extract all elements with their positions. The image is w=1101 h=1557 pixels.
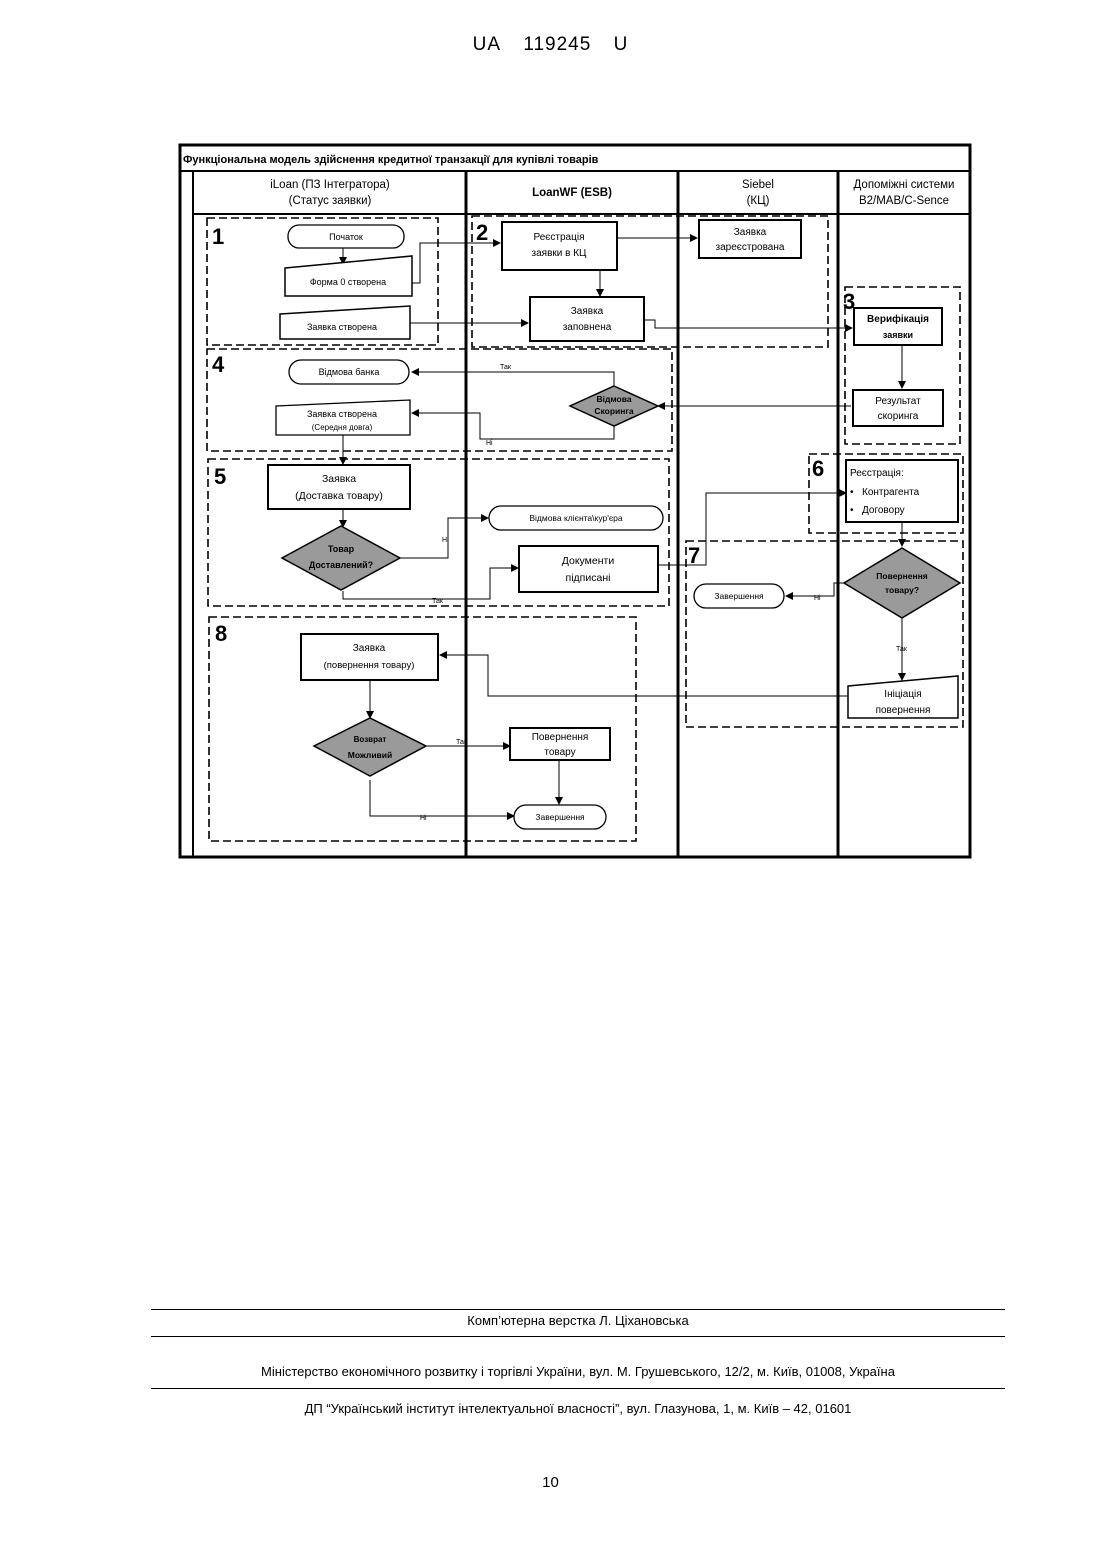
lane-header-aux-line1: Допоміжні системи — [854, 179, 955, 191]
node-verification-line1: Верифікація — [867, 313, 929, 325]
edge-label-yes: Так — [456, 739, 468, 746]
lane-headers: iLoan (ПЗ Інтегратора) (Статус заявки) L… — [270, 179, 954, 207]
node-register-in-kc-line1: Реєстрація — [534, 232, 585, 243]
node-registration-title: Реєстрація: — [850, 468, 904, 479]
edge-label-yes: Так — [500, 364, 512, 371]
node-documents-signed: Документи підписані — [519, 546, 658, 592]
edge-label-no: Ні — [442, 536, 449, 544]
node-register-in-kc: Реєстрація заявки в КЦ — [502, 222, 617, 270]
node-goods-returned-line2: товару? — [885, 585, 919, 595]
node-goods-delivered-line2: Доставлений? — [309, 560, 373, 570]
node-form0-created: Форма 0 створена — [285, 256, 412, 296]
node-registration-item-contract: Договору — [862, 505, 905, 516]
node-verification-line2: заявки — [883, 330, 913, 340]
node-completion-7-label: Завершення — [714, 591, 764, 601]
node-goods-return: Повернення товару — [510, 728, 610, 760]
lane-header-aux-line2: B2/MAB/C-Sence — [859, 195, 949, 207]
zone-4-number: 4 — [212, 352, 225, 377]
node-application-created: Заявка створена — [280, 306, 410, 339]
edge-label-yes: Так — [896, 646, 908, 653]
footer-rule — [151, 1309, 1005, 1310]
zone-8-number: 8 — [215, 621, 227, 646]
node-start-label: Початок — [329, 232, 363, 242]
node-scoring-result: Результат скоринга — [853, 390, 943, 426]
node-goods-return-line1: Повернення — [532, 732, 589, 743]
node-scoring-refusal-line1: Відмова — [596, 394, 631, 404]
node-scoring-refusal-line2: Скоринга — [594, 406, 634, 416]
node-application-return-line2: (повернення товару) — [324, 660, 415, 671]
node-application-return: Заявка (повернення товару) — [301, 634, 438, 680]
node-application-delivery: Заявка (Доставка товару) — [268, 465, 410, 509]
node-return-initiation-line2: повернення — [876, 705, 931, 716]
zone-6-number: 6 — [812, 456, 824, 481]
node-goods-returned-line1: Повернення — [876, 571, 927, 581]
node-verification: Верифікація заявки — [854, 308, 942, 345]
node-registration-item-counterparty: Контрагента — [862, 487, 920, 498]
node-return-initiation-line1: Ініціація — [884, 689, 921, 700]
footer-rule — [151, 1388, 1005, 1389]
node-registration: Реєстрація: • Контрагента • Договору — [846, 460, 958, 522]
edge-label-no: Ні — [486, 439, 493, 447]
page-number: 10 — [0, 1474, 1101, 1491]
node-return-possible-line1: Возврат — [354, 735, 387, 744]
node-register-in-kc-line2: заявки в КЦ — [532, 248, 588, 259]
lane-header-iloan-line2: (Статус заявки) — [289, 195, 372, 207]
node-client-refusal: Відмова клієнта\кур'єра — [489, 506, 663, 530]
node-completion-8-label: Завершення — [535, 812, 585, 822]
node-application-registered-line2: зареєстрована — [716, 242, 785, 253]
node-goods-return-line2: товару — [544, 747, 575, 758]
zone-1-number: 1 — [212, 224, 224, 249]
node-application-return-line1: Заявка — [353, 643, 386, 654]
node-application-delivery-line1: Заявка — [322, 473, 356, 485]
node-return-possible-decision: Возврат Можливий — [314, 718, 426, 776]
node-form0-label: Форма 0 створена — [310, 277, 386, 287]
node-application-registered-line1: Заявка — [734, 227, 767, 238]
node-return-initiation: Ініціація повернення — [848, 676, 958, 718]
node-application-registered: Заявка зареєстрована — [699, 220, 801, 258]
node-application-created-mid: Заявка створена (Середня довга) — [276, 400, 410, 435]
footer-institute: ДП “Український інститут інтелектуальної… — [151, 1401, 1005, 1416]
node-documents-signed-line1: Документи — [562, 555, 615, 567]
edge-label-yes: Так — [432, 598, 444, 605]
footer-rule — [151, 1336, 1005, 1337]
lane-header-siebel-line2: (КЦ) — [747, 195, 770, 207]
node-application-filled: Заявка заповнена — [530, 297, 644, 341]
diagram-title: Функціональна модель здійснення кредитно… — [183, 154, 599, 166]
lane-header-iloan-line1: iLoan (ПЗ Інтегратора) — [270, 179, 390, 191]
footer-layout-credit: Комп’ютерна верстка Л. Ціхановська — [151, 1313, 1005, 1328]
lane-header-loanwf: LoanWF (ESB) — [532, 187, 612, 199]
node-goods-delivered-decision: Товар Доставлений? — [282, 526, 400, 590]
node-application-created-mid-line2: (Середня довга) — [312, 423, 373, 432]
bullet-icon: • — [850, 487, 854, 498]
node-bank-refusal: Відмова банка — [289, 360, 409, 384]
node-application-filled-line1: Заявка — [571, 306, 604, 317]
edge-labels: Так Ні Ні Так Ні Так Так Ні — [420, 364, 908, 822]
zone-7-number: 7 — [688, 543, 700, 568]
node-completion-8: Завершення — [514, 805, 606, 829]
node-application-created-mid-line1: Заявка створена — [307, 409, 377, 419]
node-application-delivery-line2: (Доставка товару) — [295, 490, 383, 502]
node-goods-returned-decision: Повернення товару? — [844, 548, 960, 618]
node-return-possible-line2: Можливий — [348, 750, 393, 760]
node-client-refusal-label: Відмова клієнта\кур'єра — [529, 513, 623, 523]
node-application-filled-line2: заповнена — [563, 322, 612, 333]
zone-5-number: 5 — [214, 464, 226, 489]
node-scoring-result-line2: скоринга — [878, 411, 919, 422]
node-scoring-refusal-decision: Відмова Скоринга — [570, 386, 658, 426]
lane-header-siebel-line1: Siebel — [742, 179, 774, 191]
edge-label-no: Ні — [420, 814, 427, 822]
node-scoring-result-line1: Результат — [875, 396, 921, 407]
node-start: Початок — [288, 225, 404, 248]
node-goods-delivered-line1: Товар — [328, 544, 355, 554]
bullet-icon: • — [850, 505, 854, 516]
node-completion-7: Завершення — [694, 584, 784, 608]
footer-ministry: Міністерство економічного розвитку і тор… — [151, 1364, 1005, 1379]
zone-2-number: 2 — [476, 220, 488, 245]
node-documents-signed-line2: підписані — [566, 572, 611, 584]
node-application-created-label: Заявка створена — [307, 322, 377, 332]
edge-label-no: Ні — [814, 594, 821, 602]
node-bank-refusal-label: Відмова банка — [319, 367, 380, 377]
